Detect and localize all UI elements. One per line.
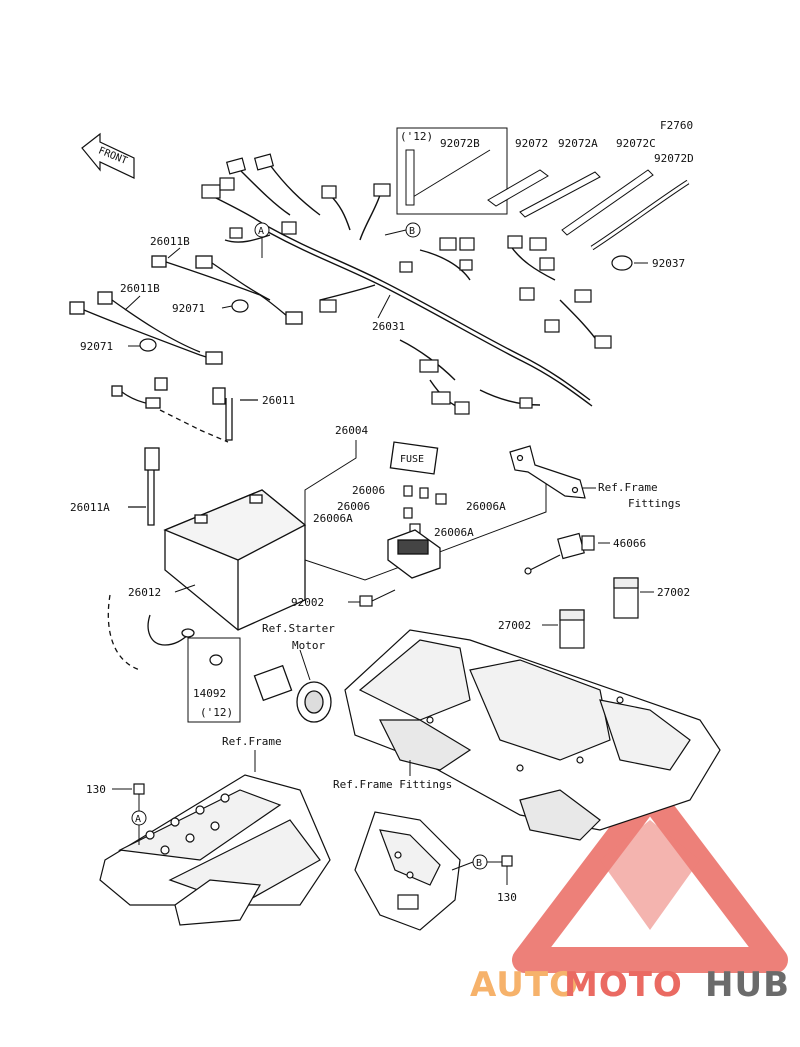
label-26006-b: 26006	[337, 500, 370, 513]
sub-harness-26011B-lower	[69, 291, 223, 365]
fuse-box-group	[304, 440, 547, 581]
callout-a-bottom-label: A	[135, 814, 141, 825]
ref-frame-fittings-1-line1: Ref.Frame	[598, 481, 658, 494]
label-92072B-note: ('12)	[400, 130, 433, 143]
label-26012: 26012	[128, 586, 161, 599]
ref-starter-line1: Ref.Starter	[262, 622, 335, 635]
starter-lead	[107, 594, 195, 671]
relay-27002-left	[559, 609, 585, 649]
label-26011A: 26011A	[70, 501, 110, 514]
label-26011B-upper: 26011B	[150, 235, 190, 248]
label-92072B: 92072B	[440, 137, 480, 150]
battery-cable-26011A	[128, 447, 160, 526]
label-26004: 26004	[335, 424, 368, 437]
label-92002: 92002	[291, 596, 324, 609]
starter-motor-ref	[253, 649, 332, 723]
label-92072: 92072	[515, 137, 548, 150]
cap-14092	[187, 637, 241, 723]
fuse-block	[387, 529, 441, 579]
watermark-logo-icon	[512, 782, 788, 973]
relay-27002-right	[613, 577, 639, 619]
callout-a-bottom: A	[131, 810, 147, 845]
callout-a-top-label: A	[258, 226, 264, 237]
watermark-hub: HUB	[705, 965, 790, 1005]
bolt-130-left	[112, 783, 145, 812]
fuse-label: FUSE	[400, 454, 424, 465]
label-26011B-lower: 26011B	[120, 282, 160, 295]
ref-frame-fittings-2: Ref.Frame Fittings	[333, 778, 452, 791]
label-26011: 26011	[262, 394, 295, 407]
label-14092-note: ('12)	[200, 706, 233, 719]
watermark-moto: MOTO	[564, 965, 683, 1005]
front-arrow-icon: FRONT	[81, 132, 135, 179]
label-46066: 46066	[613, 537, 646, 550]
label-26006A-c: 26006A	[434, 526, 474, 539]
label-26006A-b: 26006A	[466, 500, 506, 513]
callout-b-bottom-label: B	[476, 858, 482, 869]
label-26006A-a: 26006A	[313, 512, 353, 525]
frame-fitting-bracket	[509, 445, 586, 499]
label-14092: 14092	[193, 687, 226, 700]
battery-cable-ground	[111, 377, 229, 443]
bolt-130-right	[487, 855, 513, 885]
callout-a-top: A	[254, 222, 270, 258]
label-92037: 92037	[652, 257, 685, 270]
callout-b-top-label: B	[409, 226, 415, 237]
harness-connectors	[201, 153, 612, 415]
label-27002-a: 27002	[498, 619, 531, 632]
watermark-text: AUTO MOTO HUB	[470, 965, 790, 1005]
cable-ties-group: ('12) 92072B 92072 92072A 92072C 92072D	[396, 127, 694, 251]
label-92072A: 92072A	[558, 137, 598, 150]
callout-b-top: B	[384, 222, 421, 238]
label-26006-a: 26006	[352, 484, 385, 497]
bolt-92002	[348, 589, 396, 607]
fuses	[403, 485, 447, 535]
ref-frame: Ref.Frame	[222, 735, 282, 748]
label-26031: 26031	[372, 320, 405, 333]
label-92071-lower: 92071	[80, 340, 113, 353]
battery-26012	[163, 489, 307, 631]
clamp-92037: 92037	[611, 255, 685, 271]
label-130-b: 130	[497, 891, 517, 904]
grommet-92071-lower	[128, 338, 157, 352]
battery-cable-26011	[212, 387, 258, 441]
ref-starter-line2: Motor	[292, 639, 325, 652]
relay-46066	[524, 532, 595, 575]
label-92072D: 92072D	[654, 152, 694, 165]
label-27002-b: 27002	[657, 586, 690, 599]
label-130-a: 130	[86, 783, 106, 796]
ref-frame-fittings-1-line2: Fittings	[628, 497, 681, 510]
label-92072C: 92072C	[616, 137, 656, 150]
figure-code: F2760	[660, 119, 693, 132]
grommet-92071-upper	[221, 299, 249, 313]
frame-ref	[99, 774, 331, 926]
frame-fittings-tray	[344, 629, 721, 841]
watermark-auto: AUTO	[470, 965, 579, 1005]
label-92071-upper: 92071	[172, 302, 205, 315]
sub-harness-26011B-upper	[151, 255, 303, 325]
callout-b-bottom: B	[451, 854, 488, 871]
frame-bracket-ref	[354, 811, 461, 931]
